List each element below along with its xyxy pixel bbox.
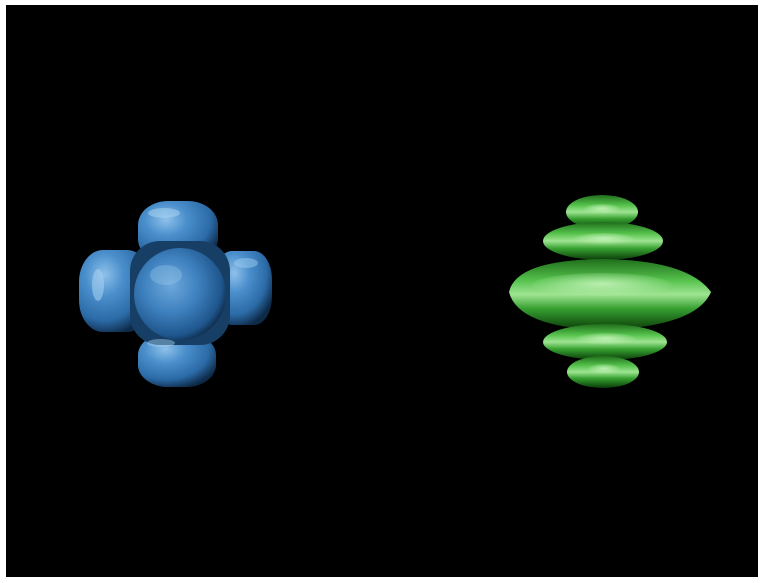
scene-canvas bbox=[79, 195, 711, 388]
green-stacked-disc-shape bbox=[509, 195, 711, 388]
blue-cross-shape bbox=[79, 201, 272, 387]
render-viewport bbox=[6, 5, 758, 577]
